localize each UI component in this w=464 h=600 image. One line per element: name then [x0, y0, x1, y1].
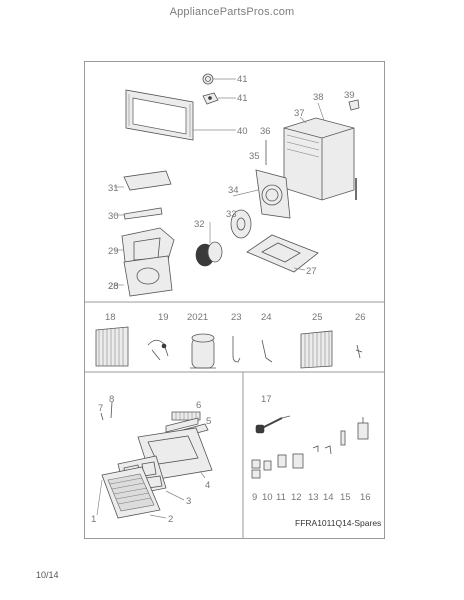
- part-12-capacitor: [292, 453, 304, 469]
- part-13-clip: [312, 445, 319, 452]
- part-34-shroud: [255, 169, 291, 219]
- callout-15: 15: [340, 492, 351, 503]
- part-8-screw: [110, 401, 113, 419]
- callout-28: 29: [108, 246, 119, 257]
- part-15-thermistor: [340, 430, 346, 446]
- part-11-switch: [277, 454, 287, 468]
- callout-24: 25: [312, 312, 323, 323]
- part-9-knob: [251, 459, 261, 479]
- callout-29: 30: [108, 211, 119, 222]
- part-1-leader: [96, 479, 103, 516]
- site-header: AppliancePartsPros.com: [169, 6, 295, 18]
- callout-23: 24: [261, 312, 272, 323]
- callout-3: 3: [186, 496, 191, 507]
- callout-14: 14: [323, 492, 334, 503]
- callout-27: 28: [108, 281, 119, 292]
- callout-4: 4: [205, 480, 210, 491]
- callout-22: 23: [231, 312, 242, 323]
- part-10-knob: [263, 460, 272, 471]
- callout-38: 39: [344, 90, 355, 101]
- model-caption: FFRA1011Q14-Spares: [295, 518, 381, 528]
- part-41-coil: [202, 73, 236, 85]
- part-29-strip: [114, 207, 163, 220]
- part-5-louver: [165, 417, 199, 433]
- callout-7: 7: [98, 403, 103, 414]
- callout-11: 11: [276, 492, 286, 503]
- part-31-fan-motor: [195, 222, 223, 267]
- part-2-grille: [101, 466, 167, 519]
- part-14-clip: [324, 445, 332, 455]
- callout-41: 41: [237, 74, 248, 85]
- part-22-tube: [232, 336, 241, 363]
- callout-19: 19: [158, 312, 169, 323]
- diagram-frame: [84, 61, 385, 539]
- part-25-sensor: [355, 344, 363, 359]
- part-33-fan-blade: [232, 189, 259, 197]
- part-24-condenser-coil: [300, 330, 333, 369]
- callout-33: 34: [228, 185, 239, 196]
- part-36-cabinet: [283, 116, 357, 201]
- part-27-duct-base: [114, 255, 173, 297]
- part-16-control-box: [357, 417, 369, 440]
- callout-37: 38: [313, 92, 324, 103]
- callout-16: 16: [360, 492, 371, 503]
- callout-31: 32: [194, 219, 205, 230]
- callout-27b: 28: [108, 281, 119, 292]
- callout-35: 36: [260, 126, 271, 137]
- part-17-power-cord: [255, 415, 291, 434]
- callout-2021: 2021: [187, 312, 208, 323]
- part-26-base-pan: [246, 234, 319, 273]
- callout-30: 31: [108, 183, 119, 194]
- callout-26: 27: [306, 266, 317, 277]
- callout-25: 26: [355, 312, 366, 323]
- part-19-tubing: [147, 339, 169, 361]
- callout-1: 1: [91, 514, 96, 525]
- part-30-bracket: [114, 170, 172, 191]
- callout-36: 37: [294, 108, 305, 119]
- part-38-clip: [348, 99, 360, 111]
- callout-18: 18: [105, 312, 116, 323]
- callout-17: 17: [261, 394, 272, 405]
- part-39-front-grille-frame: [125, 89, 236, 141]
- part-2021-compressor: [190, 333, 216, 369]
- part-32-blower-wheel: [230, 209, 252, 239]
- page-footer-date: 10/14: [36, 570, 59, 580]
- part-40-bracket: [202, 92, 236, 105]
- callout-39: 40: [237, 126, 248, 137]
- callout-12: 12: [291, 492, 302, 503]
- callout-32: 33: [226, 209, 237, 220]
- callout-2: 2: [168, 514, 173, 525]
- callout-13: 13: [308, 492, 319, 503]
- callout-5: 5: [206, 416, 211, 427]
- part-23-tube: [261, 339, 273, 363]
- callout-10: 10: [262, 492, 273, 503]
- callout-8: 8: [109, 394, 114, 405]
- part-7-screw: [100, 412, 104, 421]
- callout-34: 35: [249, 151, 260, 162]
- callout-6: 6: [196, 400, 201, 411]
- callout-9: 9: [252, 492, 257, 503]
- part-18-evaporator-coil: [95, 326, 129, 367]
- callout-40: 41: [237, 93, 248, 104]
